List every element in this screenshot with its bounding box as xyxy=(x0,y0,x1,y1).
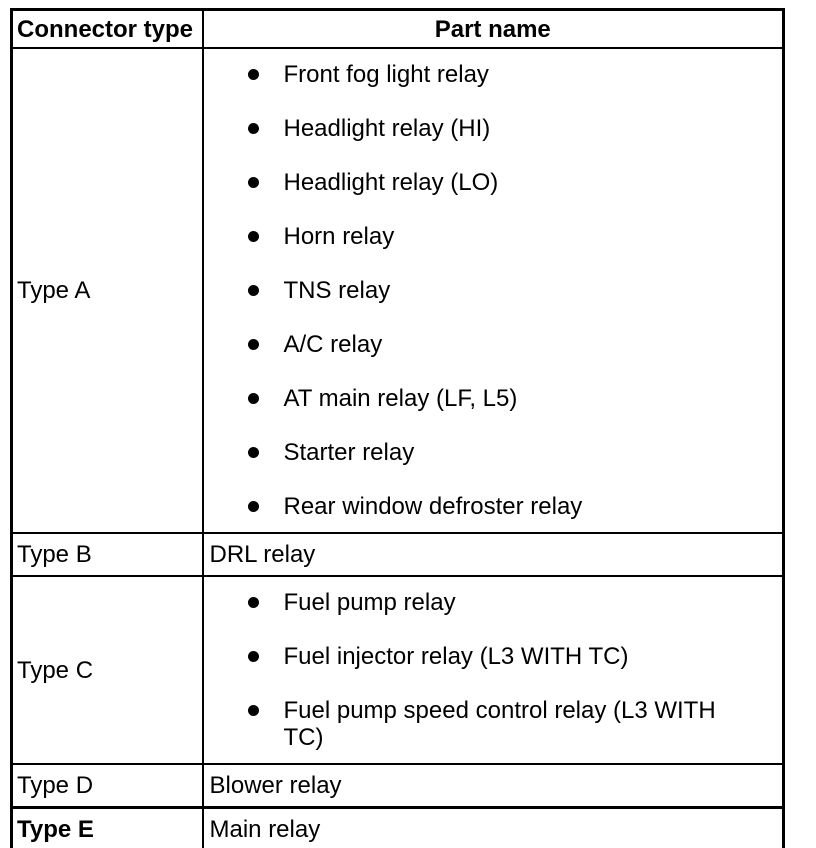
connector-type-cell: Type B xyxy=(10,532,204,577)
part-name-text: AT main relay (LF, L5) xyxy=(283,385,518,412)
part-list-item: AT main relay (LF, L5) xyxy=(247,385,777,412)
connector-type-cell: Type E xyxy=(10,806,204,848)
part-list-item: Horn relay xyxy=(247,223,777,250)
part-list-item: A/C relay xyxy=(247,331,777,358)
connector-type-cell: Type C xyxy=(10,575,204,765)
part-list-item: Headlight relay (HI) xyxy=(247,115,777,142)
part-name-text: TNS relay xyxy=(283,277,391,304)
part-name-cell: Main relay xyxy=(201,806,785,848)
column-header-part-name: Part name xyxy=(201,8,785,49)
bullet-icon xyxy=(247,231,259,242)
part-name-text: Horn relay xyxy=(283,223,395,250)
bullet-icon xyxy=(247,69,259,80)
part-list-item: Starter relay xyxy=(247,439,777,466)
bullet-icon xyxy=(247,393,259,404)
bullet-icon xyxy=(247,177,259,188)
bullet-icon xyxy=(247,597,259,608)
bullet-icon xyxy=(247,123,259,134)
part-name-text: Fuel pump speed control relay (L3 WITH T… xyxy=(283,697,716,751)
part-name-text: Rear window defroster relay xyxy=(283,493,583,520)
part-list-item: Fuel injector relay (L3 WITH TC) xyxy=(247,643,777,670)
part-name-text: Headlight relay (LO) xyxy=(283,169,499,196)
part-list-item: TNS relay xyxy=(247,277,777,304)
part-name-text: Fuel injector relay (L3 WITH TC) xyxy=(283,643,629,670)
bullet-icon xyxy=(247,285,259,296)
part-list-item: Headlight relay (LO) xyxy=(247,169,777,196)
bullet-icon xyxy=(247,501,259,512)
part-name-cell: DRL relay xyxy=(201,532,785,577)
part-name-text: Front fog light relay xyxy=(283,61,489,88)
part-name-text: DRL relay xyxy=(209,541,316,568)
part-list-item: Fuel pump speed control relay (L3 WITH T… xyxy=(247,697,777,751)
part-name-text: Headlight relay (HI) xyxy=(283,115,491,142)
table-header: Connector type Part name xyxy=(10,8,785,49)
part-name-cell: Blower relay xyxy=(201,763,785,809)
connector-type-cell: Type A xyxy=(10,47,204,534)
header-row: Connector type Part name xyxy=(10,8,785,49)
part-name-text: Blower relay xyxy=(209,772,342,799)
part-name-text: Fuel pump relay xyxy=(283,589,456,616)
part-name-text: Main relay xyxy=(209,816,321,843)
bullet-icon xyxy=(247,705,259,716)
bullet-icon xyxy=(247,447,259,458)
bullet-icon xyxy=(247,651,259,662)
part-list-item: Front fog light relay xyxy=(247,61,777,88)
part-name-text: A/C relay xyxy=(283,331,383,358)
part-list-item: Rear window defroster relay xyxy=(247,493,777,520)
part-name-text: Starter relay xyxy=(283,439,415,466)
bullet-icon xyxy=(247,339,259,350)
part-list-item: Fuel pump relay xyxy=(247,589,777,616)
column-header-connector-type: Connector type xyxy=(10,8,204,49)
connector-type-cell: Type D xyxy=(10,763,204,809)
